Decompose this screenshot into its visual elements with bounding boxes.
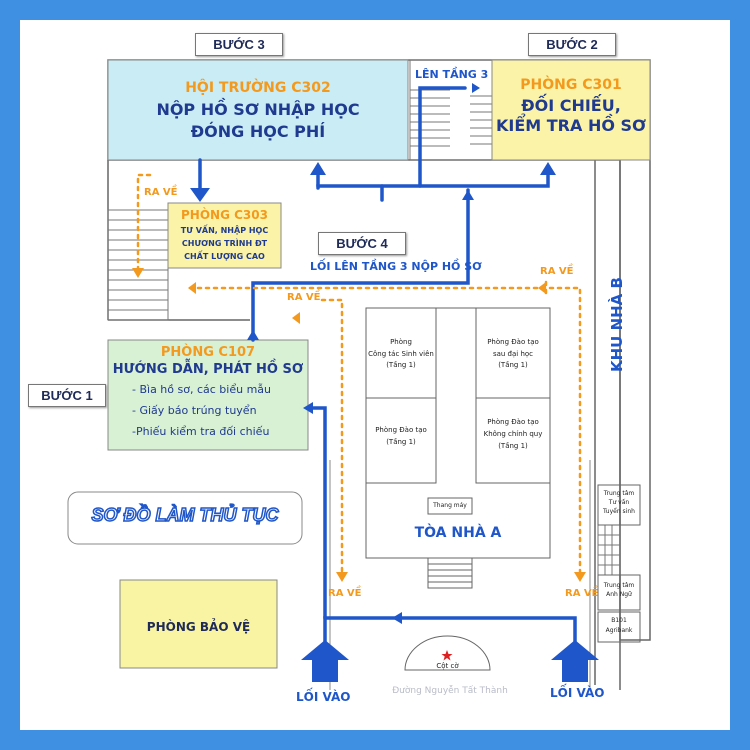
- stairs-right-b: [597, 524, 621, 576]
- room-a1-line2: Công tác Sinh viên: [368, 350, 434, 358]
- flagpole-area: [404, 635, 491, 671]
- up-floor3-label: LÊN TẦNG 3: [415, 68, 489, 81]
- entrance-label-right: LỐI VÀO: [550, 686, 605, 700]
- c303-line1: TƯ VẤN, NHẬP HỌC: [180, 226, 269, 235]
- step-2-label: BƯỚC 2: [528, 33, 616, 56]
- entrance-label-left: LỐI VÀO: [296, 690, 351, 704]
- c301-name: PHÒNG C301: [520, 77, 622, 93]
- guard-room-box: [119, 579, 278, 669]
- exit-label-3: RA VỀ: [540, 266, 574, 277]
- c107-item-3: -Phiếu kiểm tra đối chiếu: [132, 425, 270, 438]
- room-a4-line1: Phòng Đào tạo: [487, 418, 539, 426]
- street-label: Đường Nguyễn Tất Thành: [392, 686, 508, 696]
- guard-room-label: PHÒNG BẢO VỆ: [146, 620, 251, 634]
- zone-b-b101-l2: Agribank: [605, 627, 633, 634]
- step-4-label: BƯỚC 4: [318, 232, 406, 255]
- room-a3-line1: Phòng Đào tạo: [375, 426, 427, 434]
- c302-line2: ĐÓNG HỌC PHÍ: [190, 122, 326, 141]
- flagpole-label: Cột cờ: [436, 662, 459, 670]
- room-a3-line2: (Tầng 1): [386, 438, 416, 446]
- c301-line1: ĐỐI CHIẾU,: [521, 96, 621, 115]
- diagram-title: SƠ ĐỒ LÀM THỦ TỤC: [91, 504, 280, 526]
- c107-name: PHÒNG C107: [160, 345, 256, 360]
- exit-label-4: RA VỀ: [328, 588, 362, 599]
- room-c107-box: [107, 339, 309, 451]
- elevator-label: Thang máy: [433, 502, 467, 509]
- path-up3-label: LỐI LÊN TẦNG 3 NỘP HỒ SƠ: [310, 260, 482, 273]
- c302-name: HỘI TRƯỜNG C302: [185, 80, 331, 96]
- c303-line2: CHƯƠNG TRÌNH ĐT: [181, 239, 268, 248]
- step-1-label: BƯỚC 1: [28, 384, 106, 407]
- room-a4-line3: (Tầng 1): [498, 442, 528, 450]
- room-c302-box: [107, 59, 409, 161]
- room-a4-line2: Không chính quy: [483, 430, 543, 438]
- room-c301-box: [491, 59, 651, 161]
- c107-title: HƯỚNG DẪN, PHÁT HỒ SƠ: [112, 362, 304, 377]
- zone-b-center1-l1: Trung tâm: [603, 490, 635, 497]
- zone-b-center2-l2: Anh Ngữ: [606, 591, 632, 598]
- zone-b-center1-l3: Tuyển sinh: [603, 508, 635, 515]
- zone-b-center1-l2: Tư vấn: [608, 499, 630, 506]
- entrance-arrow-left: [301, 640, 349, 682]
- room-a2-line2: sau đại học: [492, 350, 534, 358]
- c303-name: PHÒNG C303: [181, 208, 268, 222]
- step-3-label: BƯỚC 3: [195, 33, 283, 56]
- room-a2-line3: (Tầng 1): [498, 361, 528, 369]
- c107-item-2: - Giấy báo trúng tuyển: [132, 404, 257, 417]
- flag-icon: [441, 650, 453, 661]
- exit-label-5: RA VỀ: [565, 588, 599, 599]
- c301-line2: KIỂM TRA HỒ SƠ: [495, 116, 647, 135]
- exit-label-1: RA VỀ: [144, 187, 178, 198]
- c107-item-1: - Bìa hồ sơ, các biểu mẫu: [132, 383, 271, 396]
- zone-b-center2-l1: Trung tâm: [603, 582, 635, 589]
- blue-arrowheads: [190, 83, 556, 624]
- exit-label-2: RA VỀ: [287, 292, 321, 303]
- building-a: [365, 307, 551, 589]
- c303-line3: CHẤT LƯỢNG CAO: [184, 252, 265, 261]
- zone-b-b101-l1: B101: [611, 617, 627, 624]
- room-a2-line1: Phòng Đào tạo: [487, 338, 539, 346]
- c302-line1: NỘP HỒ SƠ NHẬP HỌC: [156, 100, 360, 119]
- orange-arrowheads: [132, 268, 586, 582]
- zone-b-label: KHU NHÀ B: [608, 277, 626, 372]
- entrance-arrow-right: [551, 640, 599, 682]
- room-c303-box: [167, 202, 282, 269]
- room-a1-line1: Phòng: [390, 338, 412, 346]
- blue-path: [198, 86, 577, 652]
- title-banner: [67, 491, 303, 545]
- zone-b-rooms: [597, 484, 641, 643]
- building-a-label: TÒA NHÀ A: [414, 525, 502, 541]
- room-a1-line3: (Tầng 1): [386, 361, 416, 369]
